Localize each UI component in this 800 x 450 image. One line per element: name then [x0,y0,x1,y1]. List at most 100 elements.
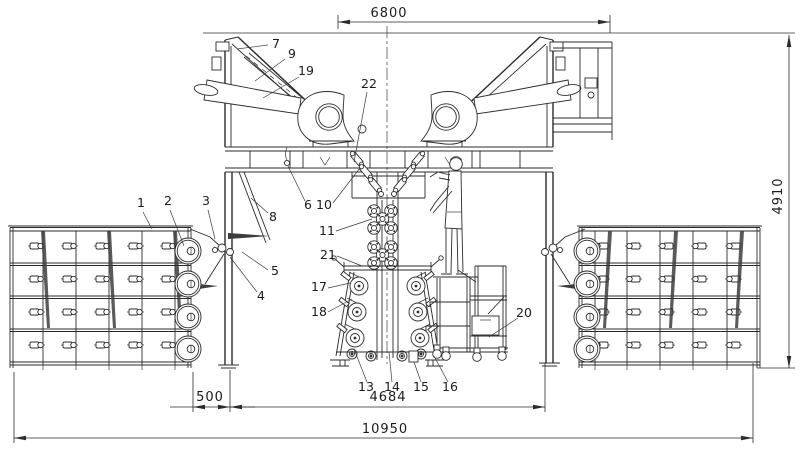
part-label-22: 22 [361,76,377,91]
bundler-gear [367,256,381,270]
pay-off-reel [573,335,601,363]
tool-cart [425,265,508,362]
part-label-8: 8 [269,209,277,224]
leader-line [327,298,353,313]
dimension-arrow [786,356,792,368]
guide-roller [415,348,427,360]
leader-line [262,76,300,99]
caster-wheel [472,347,482,362]
dim-offset: 500 [196,390,224,405]
right-blower [420,91,478,148]
leader-line [353,348,368,383]
left-blower [297,91,355,148]
bobbin-spindle [127,308,144,316]
bobbin-spindle [160,308,177,316]
guide-roller [365,350,377,362]
left-connector [189,228,234,289]
part-label-21: 21 [320,247,336,262]
bundler-gear [375,212,390,226]
bundler-gear [367,221,381,235]
bobbin-spindle [61,308,78,316]
dimension-arrow [218,404,230,410]
dim-height: 4910 [771,177,786,214]
leader-line [241,251,269,271]
dimension-arrow [14,435,26,441]
bobbin-spindle [94,308,111,316]
caster-wheel [432,344,442,359]
dimension-arrow [193,404,205,410]
beam-fitting [285,146,288,161]
pay-off-reel [174,237,202,265]
bundler-gear [384,204,398,218]
part-label-1: 1 [137,195,145,210]
dimension-arrow [598,19,610,25]
bobbin-spindle [160,341,177,349]
bobbin-spindle [691,308,708,316]
dimension-lines: 6800 4910 500 4684 10950 [13,6,795,443]
leader-line [488,317,519,338]
part-label-2: 2 [164,193,172,208]
leader-line [327,282,351,289]
guide-roller [338,296,367,322]
guide-roller [336,322,365,348]
dimension-arrow [230,404,242,410]
part-label-7: 7 [272,36,280,51]
leader-line [142,211,153,230]
guide-roller [340,270,369,296]
bobbin-spindle [61,275,78,283]
leader-line [413,361,422,383]
bobbin-spindle [127,275,144,283]
pay-off-reel [573,303,601,331]
dimension-arrow [533,404,545,410]
central-tower [330,150,445,367]
dimension-arrow [741,435,753,441]
leader-line [287,165,306,202]
part-label-17: 17 [311,279,327,294]
leader-line [332,167,361,204]
dim-span: 4684 [369,390,406,405]
caster-wheel [441,346,451,361]
bobbin-spindle [94,341,111,349]
part-label-6: 6 [304,197,312,212]
dimension-arrow [338,19,350,25]
bobbin-spindle [658,341,675,349]
part-label-3: 3 [202,193,210,208]
bobbin-spindle [625,308,642,316]
pay-off-reel [174,335,202,363]
part-label-15: 15 [413,379,429,394]
guide-roller [408,296,437,322]
pay-off-reel [174,270,202,298]
bobbin-spindle [625,341,642,349]
guide-roller [346,348,358,360]
part-label-16: 16 [442,379,458,394]
part-label-5: 5 [271,263,279,278]
bundler-gear [375,248,390,262]
bobbin-spindle [625,275,642,283]
right-creel [573,225,762,370]
bobbin-spindle [28,275,45,283]
bobbin-spindle [691,242,708,250]
leader-line [207,209,216,240]
right-railing [553,41,613,140]
leader-line [335,218,373,232]
leader-line [433,355,449,383]
leader-line [236,44,269,50]
bobbin-spindle [691,341,708,349]
leader-line [353,91,368,163]
bobbin-spindle [61,341,78,349]
leader-line [388,351,393,383]
bobbin-spindle [61,242,78,250]
brace-strip [238,171,271,244]
leader-line [169,209,185,247]
guide-roller [410,322,439,348]
leader-line [336,255,363,267]
part-label-11: 11 [319,223,335,238]
part-label-10: 10 [316,197,332,212]
bundler-gear [367,204,381,218]
part-label-20: 20 [516,305,532,320]
bobbin-spindle [127,341,144,349]
part-label-19: 19 [298,63,314,78]
leader-line [229,256,258,293]
worker-figure [429,156,468,275]
